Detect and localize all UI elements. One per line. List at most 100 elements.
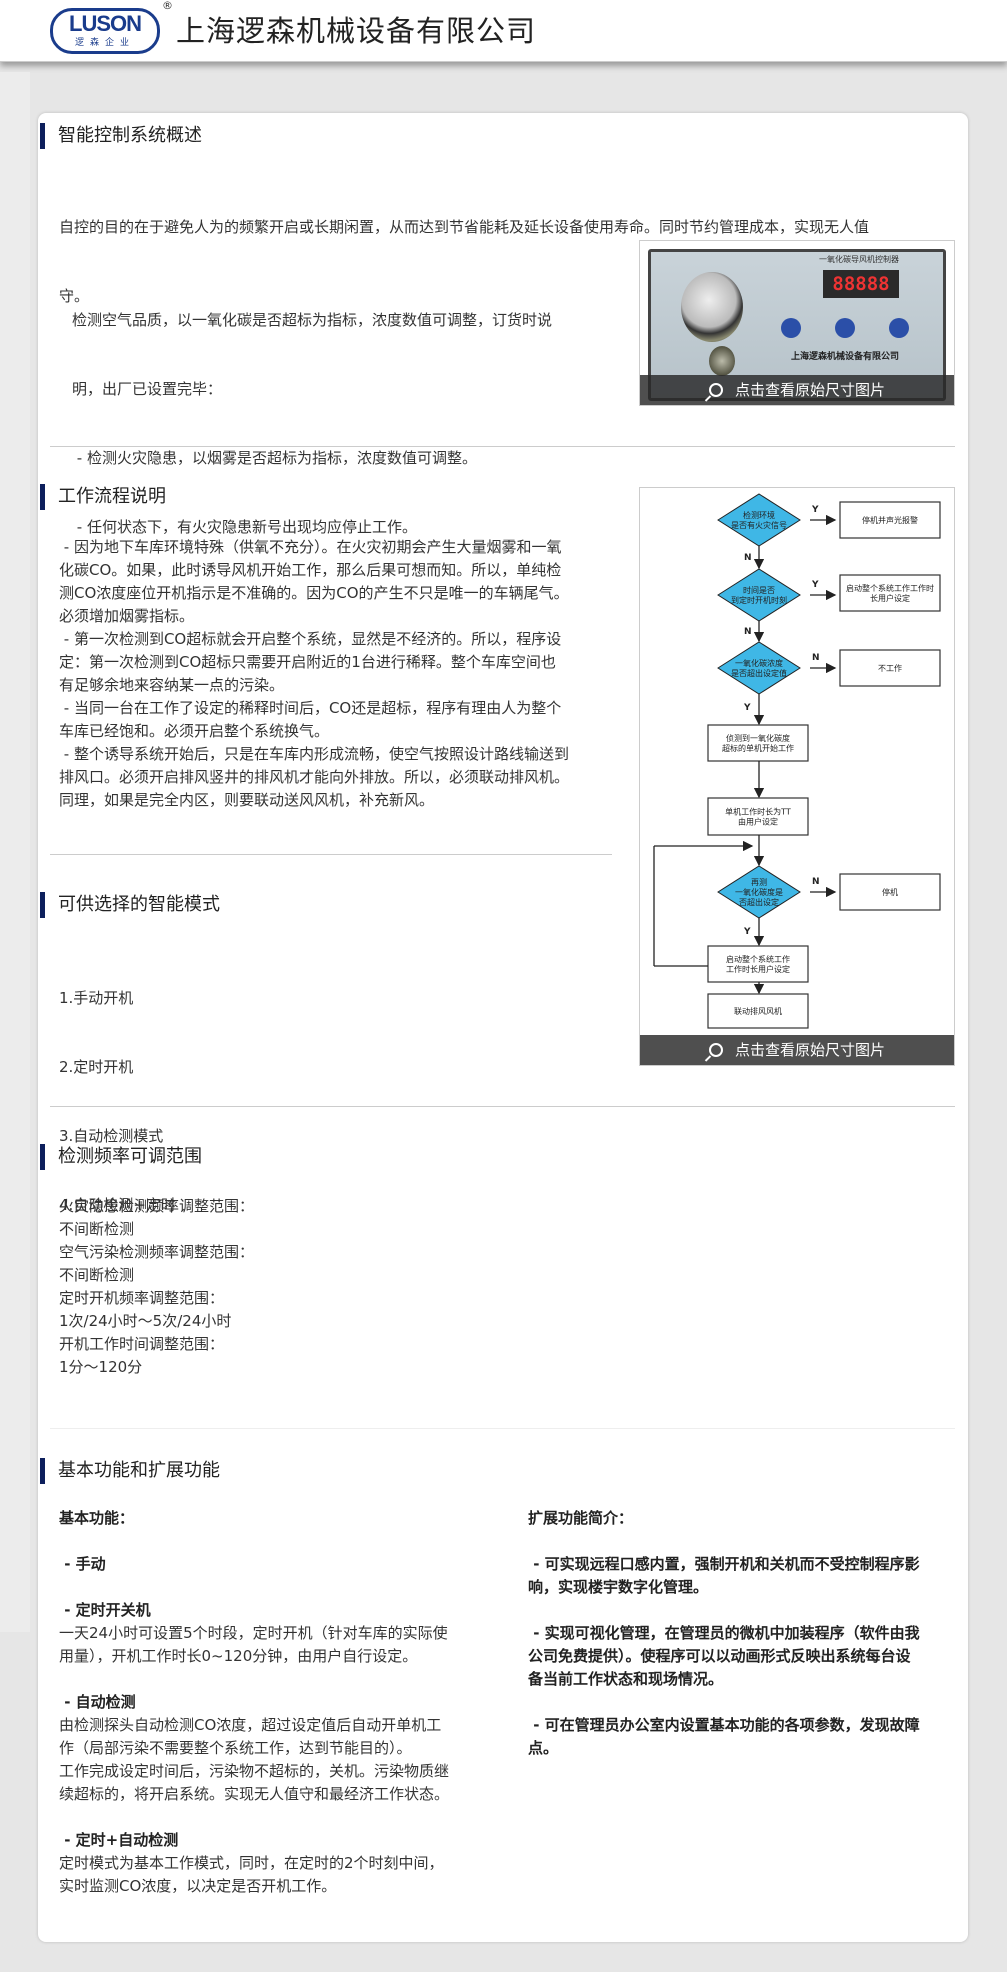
- flow-branch-label: N: [744, 627, 752, 637]
- divider: [50, 446, 955, 447]
- overview-intro: 自控的目的在于避免人为的频繁开启或长期闲置，从而达到节省能耗及延长设备使用寿命。…: [59, 218, 870, 305]
- text-line: [528, 1599, 920, 1622]
- flow-process: [839, 574, 941, 612]
- mode-item: 1.手动开机: [59, 989, 134, 1007]
- text-line: 工作完成设定时间后，污染物不超标的，关机。污染物质继: [59, 1762, 450, 1780]
- text-line: [528, 1691, 920, 1714]
- flow-decision: [717, 641, 801, 695]
- text-line: 1分～120分: [59, 1358, 143, 1376]
- flow-label: 启动整个系统工作: [726, 954, 790, 964]
- flow-branch-label: N: [812, 877, 820, 887]
- text-line: 基本功能：: [59, 1509, 135, 1527]
- controller-photo[interactable]: 一氧化碳导风机控制器 88888 上海逻森机械设备有限公司 点击查看原始尺寸图片: [639, 240, 955, 406]
- flow-branch-label: Y: [743, 703, 751, 713]
- text-line: 不间断检测: [59, 1266, 135, 1284]
- text-line: 扩展功能简介：: [528, 1509, 634, 1527]
- flow-decision: [717, 865, 801, 919]
- flow-label: 启动整个系统工作工作时: [846, 583, 934, 593]
- basic-functions: 基本功能： - 手动 - 定时开关机一天24小时可设置5个时段，定时开机（针对车…: [59, 1507, 449, 1898]
- flow-branch-label: N: [744, 553, 752, 563]
- text-line: 实时监测CO浓度，以决定是否开机工作。: [59, 1877, 337, 1895]
- text-line: [59, 1806, 449, 1829]
- text-line: - 实现可视化管理，在管理员的微机中加装程序（软件由我: [528, 1624, 920, 1642]
- site-header: LUSON 逻森企业 ® 上海逻森机械设备有限公司: [0, 0, 1007, 62]
- text-line: 作（局部污染不需要整个系统工作，达到节能目的）。: [59, 1739, 412, 1757]
- text-line: 用量），开机工作时长0~120分钟，由用户自行设定。: [59, 1647, 418, 1665]
- text-line: 有足够余地来容纳某一点的污染。: [59, 676, 285, 694]
- section-title-workflow: 工作流程说明: [40, 484, 166, 510]
- flow-label: 是否超出设定值: [731, 668, 787, 678]
- flow-label: 停机: [882, 887, 898, 897]
- flow-label: 工作时长用户设定: [726, 964, 790, 974]
- text-line: 点。: [528, 1739, 559, 1757]
- flow-process: [839, 649, 941, 687]
- section-title-frequency: 检测频率可调范围: [40, 1144, 202, 1170]
- text-line: - 因为地下车库环境特殊（供氧不充分）。在火灾初期会产生大量烟雾和一氧: [59, 538, 562, 556]
- flow-label: 停机并声光报警: [862, 515, 918, 525]
- flow-branch-label: N: [812, 653, 820, 663]
- flow-label: 再测: [751, 878, 767, 887]
- text-line: 必须增加烟雾指标。: [59, 607, 195, 625]
- flow-process: [707, 945, 809, 983]
- flow-label: 一氧化碳浓度: [735, 658, 783, 668]
- luson-logo[interactable]: LUSON 逻森企业: [50, 8, 160, 54]
- text-line: 定时开机频率调整范围：: [59, 1289, 225, 1307]
- text-line: - 第一次检测到CO超标就会开启整个系统，显然是不经济的。所以，程序设: [59, 630, 562, 648]
- workflow-text: - 因为地下车库环境特殊（供氧不充分）。在火灾初期会产生大量烟雾和一氧化碳CO。…: [59, 536, 569, 812]
- view-original-caption[interactable]: 点击查看原始尺寸图片: [640, 1035, 954, 1065]
- text-line: - 定时开关机: [59, 1601, 151, 1619]
- flow-decision: [717, 568, 801, 622]
- text-line: [59, 1530, 449, 1553]
- text-line: 公司免费提供）。使程序可以以动画形式反映出系统每台设: [528, 1647, 911, 1665]
- flowchart-image[interactable]: 检测环境是否有火灾信号时间是否到定时开机时刻一氧化碳浓度是否超出设定值停机并声光…: [639, 487, 955, 1066]
- text-line: 备当前工作状态和现场情况。: [528, 1670, 724, 1688]
- text-line: 化碳CO。如果，此时诱导风机开始工作，那么后果可想而知。所以，单纯检: [59, 561, 562, 579]
- text-line: 空气污染检测频率调整范围：: [59, 1243, 255, 1261]
- flow-label: 不工作: [878, 663, 902, 673]
- divider: [50, 1106, 955, 1107]
- flow-label: 联动排风风机: [734, 1006, 782, 1016]
- text-line: 火灾隐患检测频率调整范围：: [59, 1197, 255, 1215]
- flow-branch-label: Y: [811, 580, 819, 590]
- flow-process: [707, 797, 809, 836]
- divider: [50, 854, 612, 855]
- section-title-modes: 可供选择的智能模式: [40, 892, 220, 918]
- flow-label: 检测环境: [743, 510, 775, 520]
- enter-button-icon: [889, 318, 909, 338]
- switch-icon: [709, 346, 735, 376]
- frequency-text: 火灾隐患检测频率调整范围：不间断检测空气污染检测频率调整范围：不间断检测定时开机…: [59, 1195, 254, 1379]
- text-line: - 手动: [59, 1555, 106, 1573]
- flow-label: 单机工作时长为TT: [725, 807, 791, 817]
- flow-process: [839, 501, 941, 539]
- flow-label: 是否有火灾信号: [731, 520, 787, 530]
- flow-label: 时间是否: [743, 585, 775, 595]
- flow-label: 由用户设定: [738, 817, 778, 827]
- flow-label: 否超出设定: [739, 897, 779, 907]
- text-line: [59, 1576, 449, 1599]
- view-original-caption[interactable]: 点击查看原始尺寸图片: [640, 375, 954, 405]
- knob-icon: [681, 272, 743, 342]
- led-display: 88888: [823, 270, 899, 298]
- text-line: 一天24小时可设置5个时段，定时开机（针对车库的实际使: [59, 1624, 448, 1642]
- section-title-functions: 基本功能和扩展功能: [40, 1458, 220, 1484]
- registered-mark: ®: [162, 0, 173, 12]
- flow-branch-label: Y: [743, 927, 751, 937]
- text-line: - 整个诱导系统开始后，只是在车库内形成流畅，使空气按照设计路线输送到: [59, 745, 569, 763]
- text-line: [528, 1530, 920, 1553]
- side-strip: [0, 72, 30, 1632]
- text-line: 定时模式为基本工作模式，同时，在定时的2个时刻中间，: [59, 1854, 444, 1872]
- text-line: 车库已经饱和。必须开启整个系统换气。: [59, 722, 330, 740]
- text-line: 测CO浓度座位开机指示是不准确的。因为CO的产生不只是唯一的车辆尾气。: [59, 584, 569, 602]
- flow-process: [707, 724, 809, 762]
- section-title-overview: 智能控制系统概述: [40, 123, 202, 149]
- text-line: 不间断检测: [59, 1220, 135, 1238]
- company-name: 上海逻森机械设备有限公司: [176, 14, 537, 48]
- device-maker: 上海逻森机械设备有限公司: [791, 352, 900, 362]
- flow-label: 长用户设定: [870, 593, 910, 603]
- flow-process: [839, 873, 941, 911]
- flow-label: 一氧化碳度是: [735, 887, 783, 897]
- text-line: 1次/24小时～5次/24小时: [59, 1312, 232, 1330]
- magnifier-icon: [708, 1043, 723, 1057]
- text-line: 排风口。必须开启排风竖井的排风机才能向外排放。所以，必须联动排风机。: [59, 768, 570, 786]
- overview-detail: 检测空气品质，以一氧化碳是否超标为指标，浓度数值可调整，订货时说 明，出厂已设置…: [72, 311, 553, 536]
